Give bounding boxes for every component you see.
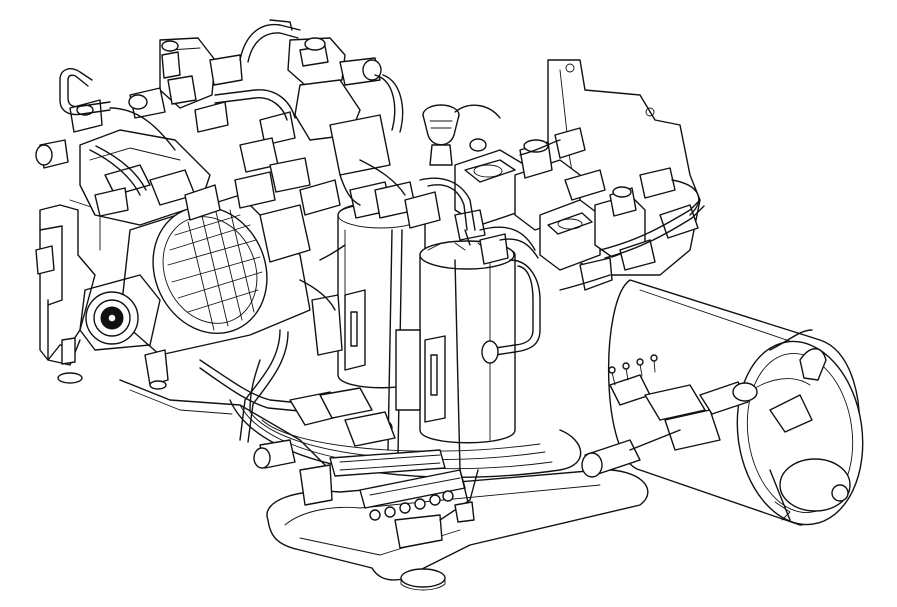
left-frame [35,199,169,390]
tubing [59,19,705,443]
cylinder-tank [607,279,864,526]
tank-fittings [581,354,758,478]
pump-motor [79,194,311,356]
upper-center-fittings [234,37,509,265]
lower-front-assembly [253,387,479,549]
solenoid-valve-block [454,127,700,291]
pressure-gauge [422,104,501,166]
boiler-tank-front [419,240,516,444]
upper-manifold [35,37,243,226]
